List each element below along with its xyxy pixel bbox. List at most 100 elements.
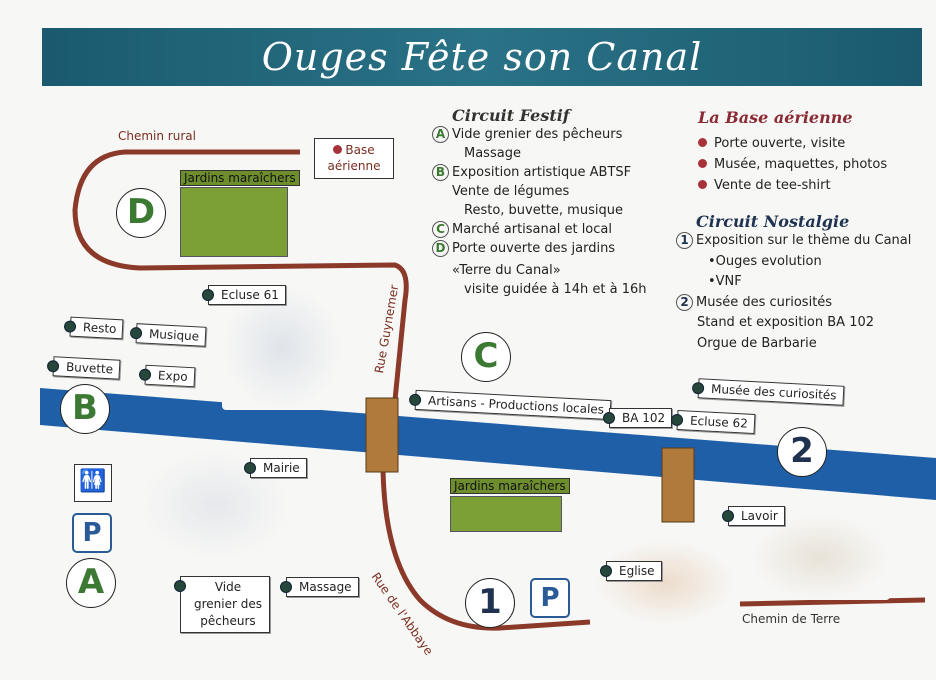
label-text: Buvette [65,359,114,377]
label-ba102[interactable]: BA 102 [603,408,673,428]
canal [40,388,936,500]
label-eglise[interactable]: Eglise [600,561,662,581]
festif-line: Exposition artistique ABTSF [452,165,632,180]
marker-2-map[interactable]: 2 [777,427,827,477]
label-ecluse-61[interactable]: Ecluse 61 [202,285,286,305]
festif-line: Porte ouverte des jardins [452,241,616,256]
label-expo[interactable]: Expo [138,364,196,388]
page-title: Ouges Fête son Canal [261,35,703,79]
label-text: Expo [157,368,188,384]
marker-b: B [432,164,449,181]
parking-icon: P [72,513,112,553]
pin-icon [46,359,60,373]
garden-title-1: Jardins maraîchers [180,170,300,186]
pin-icon [603,412,615,424]
garden-illustration-2 [450,496,562,532]
marker-1-map[interactable]: 1 [465,578,515,628]
base-aerienne-box[interactable]: Base aérienne [314,138,394,179]
label-musique[interactable]: Musique [129,323,207,347]
label-text: Musique [148,326,200,344]
label-text: Ecluse 61 [221,288,279,302]
label-text: Massage [299,580,352,594]
pin-icon [691,381,705,395]
label-text: Mairie [263,461,300,475]
toilets-icon: 🚻 [74,464,112,502]
base-item: Vente de tee-shirt [698,175,887,196]
pin-icon [129,326,143,340]
nostalgie-line: Exposition sur le thème du Canal [696,233,912,248]
road-label-chemin-rural: Chemin rural [118,129,196,143]
nostalgie-line: Orgue de Barbarie [697,335,817,351]
road-chemin-rural [72,149,409,401]
marker-c-map[interactable]: C [461,332,511,382]
road-chemin-terre [739,597,926,607]
pin-icon [63,320,77,333]
label-text: Vide grenier des pêcheurs [194,580,262,628]
label-text: Eglise [619,564,655,578]
eglise-illustration [595,540,735,625]
pin-icon [174,580,186,592]
marker-d-map[interactable]: D [116,188,166,238]
base-item: Porte ouverte, visite [698,133,887,154]
title-banner: Ouges Fête son Canal [42,28,922,86]
pin-icon [670,413,684,427]
label-mairie[interactable]: Mairie [244,458,307,478]
base-item: Musée, maquettes, photos [698,154,887,175]
label-resto[interactable]: Resto [63,316,124,340]
bridge-1 [365,397,399,473]
label-text: BA 102 [622,411,666,425]
marker-a: A [432,126,449,143]
bridge-2 [661,447,695,523]
label-text: Resto [82,320,117,337]
road-rue-abbaye [380,469,591,631]
circuit-festif-heading: Circuit Festif [452,106,570,125]
pin-icon [202,289,214,301]
garden-illustration-1 [180,187,288,257]
pin-icon [722,510,734,522]
marker-b-map[interactable]: B [60,384,110,434]
marker-a-map[interactable]: A [66,558,116,608]
label-massage[interactable]: Massage [280,577,359,597]
marker-2: 2 [676,293,693,311]
base-aerienne-section: La Base aérienne Porte ouverte, visite M… [698,108,887,196]
label-buvette[interactable]: Buvette [46,356,121,380]
nostalgie-line: •VNF [708,274,742,289]
marker-d: D [432,240,449,257]
label-lavoir[interactable]: Lavoir [722,506,785,526]
red-dot-icon [698,180,707,189]
nostalgie-line: •Ouges evolution [708,253,822,269]
pin-icon [408,393,422,407]
parking-icon: P [530,578,570,618]
pin-icon [280,581,292,593]
label-text: Ecluse 62 [689,413,749,431]
nostalgie-line: Stand et exposition BA 102 [697,315,875,330]
garden-title-2: Jardins maraîchers [450,478,570,494]
label-vide-grenier[interactable]: Vide grenier des pêcheurs [174,576,270,633]
red-dot-icon [698,159,707,168]
label-ecluse-62[interactable]: Ecluse 62 [670,409,756,435]
base-item-text: Porte ouverte, visite [714,136,846,151]
festif-line: Vente de légumes [452,184,570,199]
red-dot-icon [698,138,707,147]
lavoir-illustration [750,515,890,600]
pin-icon [138,368,152,382]
road-label-chemin-terre: Chemin de Terre [742,612,841,626]
red-dot-icon [333,145,343,154]
nostalgie-line: Musée des curiosités [696,294,833,310]
label-text: Musée des curiosités [710,381,837,403]
festival-illustration [222,285,342,410]
base-label: Base aérienne [327,143,381,173]
festif-line: «Terre du Canal» [452,263,561,278]
festif-line: Marché artisanal et local [452,222,612,237]
pin-icon [244,462,256,474]
pin-icon [600,565,612,577]
